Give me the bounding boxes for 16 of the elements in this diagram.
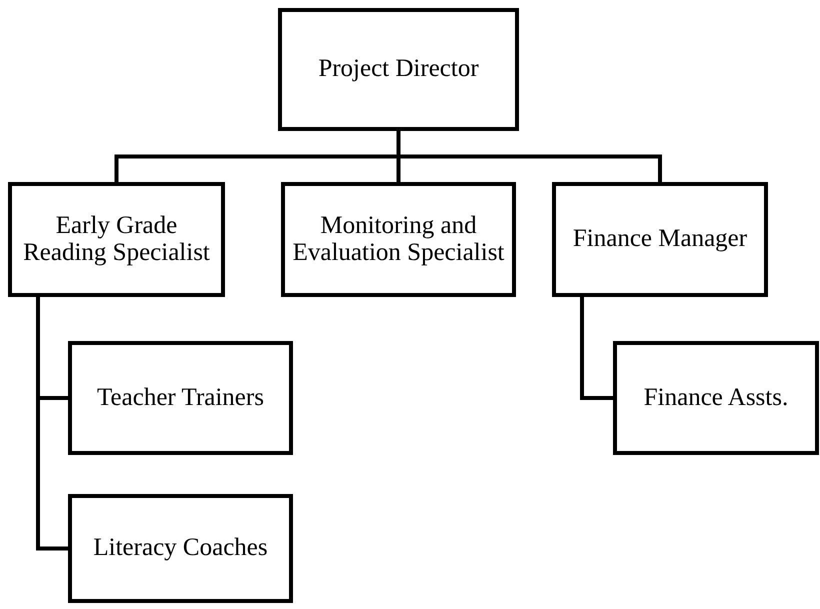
org-box <box>552 182 768 297</box>
org-box <box>8 182 225 297</box>
org-box <box>278 8 519 131</box>
role-title: Teacher Trainers <box>97 384 264 412</box>
role-title: Project Director <box>318 56 479 83</box>
role-title: Early Grade Reading Specialist <box>22 213 211 266</box>
connector-line <box>580 297 613 400</box>
org-box <box>68 494 293 603</box>
connector-line <box>36 297 68 550</box>
org-box <box>613 341 819 455</box>
role-title: Monitoring and Evaluation Specialist <box>292 213 506 266</box>
role-title: Finance Assts. <box>644 384 788 412</box>
org-box <box>281 182 516 297</box>
org-box <box>68 341 293 455</box>
role-title: Finance Manager <box>572 226 748 253</box>
role-title: Literacy Coaches <box>93 535 268 562</box>
